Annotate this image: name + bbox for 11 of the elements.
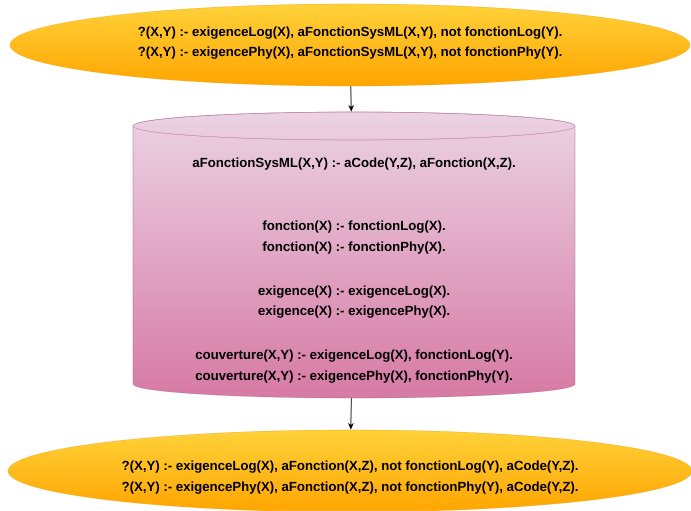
- rule-text: ?(X,Y) :- exigenceLog(X), aFonctionSysML(X,Y), not fonctionLog(Y).: [138, 26, 562, 39]
- rule-text: exigence(X) :- exigencePhy(X).: [258, 305, 450, 318]
- rule-text: ?(X,Y) :- exigenceLog(X), aFonction(X,Z), not fonctionLog(Y), aCode(Y,Z).: [122, 460, 578, 473]
- rule-text: ?(X,Y) :- exigencePhy(X), aFonctionSysML(X,Y), not fonctionPhy(Y).: [138, 46, 562, 59]
- rule-text: fonction(X) :- fonctionLog(X).: [262, 220, 445, 233]
- rule-text: couverture(X,Y) :- exigenceLog(X), fonctionLog(Y).: [196, 349, 512, 362]
- rule-text: fonction(X) :- fonctionPhy(X).: [262, 241, 445, 254]
- rule-text: couverture(X,Y) :- exigencePhy(X), fonctionPhy(Y).: [196, 370, 512, 383]
- rule-text: ?(X,Y) :- exigencePhy(X), aFonction(X,Z), not fonctionPhy(Y), aCode(Y,Z).: [122, 481, 578, 494]
- rule-text: aFonctionSysML(X,Y) :- aCode(Y,Z), aFonction(X,Z).: [192, 157, 515, 170]
- rule-text: exigence(X) :- exigenceLog(X).: [258, 285, 450, 298]
